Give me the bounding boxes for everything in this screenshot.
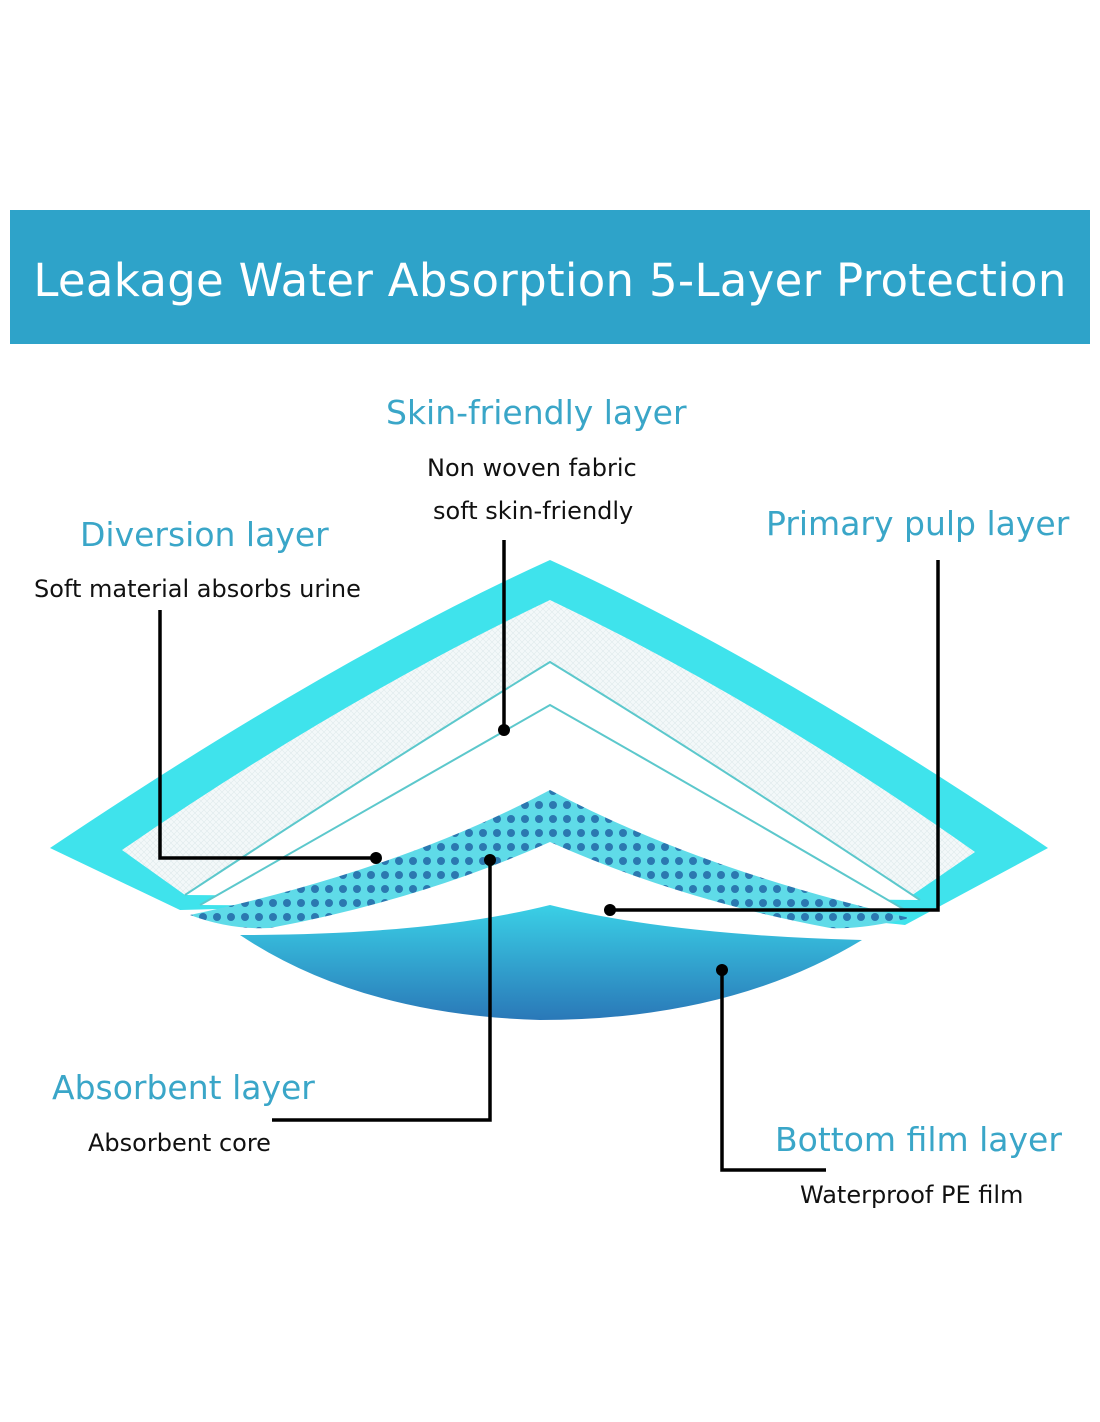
absorbent-desc: Absorbent core (88, 1129, 271, 1157)
absorbent-core-shape (190, 790, 910, 929)
skin-friendly-desc-1: Non woven fabric (427, 454, 637, 482)
absorbent-layer-label: Absorbent layer (52, 1068, 315, 1107)
bottom-film-layer-label: Bottom film layer (775, 1120, 1062, 1159)
diversion-desc: Soft material absorbs urine (34, 575, 361, 603)
title-banner: Leakage Water Absorption 5-Layer Protect… (10, 210, 1090, 344)
skin-friendly-desc-2: soft skin-friendly (433, 497, 634, 525)
bottom-film-shape (240, 905, 862, 1020)
skin-friendly-layer-label: Skin-friendly layer (386, 393, 687, 432)
diversion-layer-label: Diversion layer (80, 515, 329, 554)
bottom-film-desc: Waterproof PE film (800, 1181, 1024, 1209)
callout-dots (370, 724, 728, 976)
page-title: Leakage Water Absorption 5-Layer Protect… (33, 254, 1067, 307)
primary-pulp-layer-label: Primary pulp layer (766, 504, 1070, 543)
callout-lines (158, 540, 940, 1172)
